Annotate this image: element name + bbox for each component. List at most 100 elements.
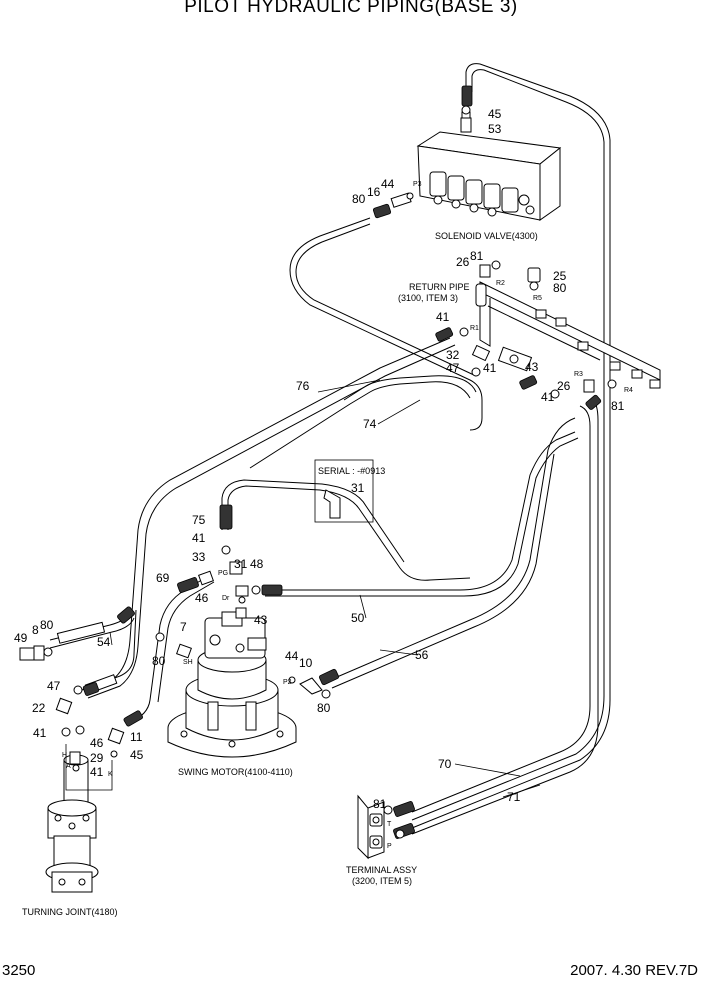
callout: 43 <box>254 613 268 627</box>
fitting-32 <box>471 344 491 362</box>
fitting-8 <box>33 645 45 661</box>
oring-47-tj <box>73 685 83 695</box>
return-pipe <box>475 281 661 389</box>
oring-46-tj <box>75 725 85 735</box>
port-label: R2 <box>496 280 505 287</box>
fitting-29 <box>69 751 81 765</box>
callout: 22 <box>32 701 46 715</box>
oring-45-top <box>461 105 471 115</box>
fitting-46-mid <box>198 570 214 586</box>
callout: 70 <box>438 757 452 771</box>
fitting-43 <box>235 607 247 619</box>
callout: 41 <box>33 726 47 740</box>
oring-41-sm <box>221 545 231 555</box>
callout: 41 <box>90 765 104 779</box>
hose-end-71 <box>393 823 415 839</box>
caption-turning-joint: TURNING JOINT(4180) <box>22 907 118 917</box>
oring-80-sm <box>321 689 331 699</box>
callout: 41 <box>436 310 450 324</box>
oring-81-term <box>383 805 393 815</box>
swing-motor <box>167 611 297 758</box>
callout: 31 <box>351 481 365 495</box>
callout: 81 <box>611 399 625 413</box>
oring-term-b <box>395 829 405 839</box>
callout: 71 <box>507 790 521 804</box>
hose-74 <box>87 344 456 699</box>
leader-line <box>377 399 421 425</box>
fitting-49 <box>19 647 35 661</box>
hose-top-loop-outer <box>411 63 611 829</box>
port-label: R1 <box>470 325 479 332</box>
callout: 26 <box>557 379 571 393</box>
hose-70 <box>411 405 591 813</box>
oring-44 <box>406 192 414 200</box>
port-label: T <box>387 821 392 828</box>
callout: 41 <box>483 361 497 375</box>
port-label: H <box>62 752 67 759</box>
hose-50-b <box>265 437 579 597</box>
callout: 46 <box>90 736 104 750</box>
caption-swing-motor: SWING MOTOR(4100-4110) <box>178 767 293 777</box>
hose-solenoid-left <box>289 217 483 431</box>
callout: 45 <box>130 748 144 762</box>
callout: 69 <box>156 571 170 585</box>
callout: 32 <box>446 348 460 362</box>
elbow-10 <box>299 677 323 695</box>
fitting-25 <box>527 267 541 283</box>
hose-56-b <box>331 453 555 689</box>
port-label: A <box>66 763 71 770</box>
caption-return-pipe-1: RETURN PIPE <box>409 282 470 292</box>
leader-line <box>109 631 113 646</box>
oring-80-left <box>43 647 53 657</box>
callout: 10 <box>299 656 313 670</box>
port-label: P3 <box>413 181 422 188</box>
serial-box <box>314 459 374 523</box>
hose-end-50 <box>261 584 283 596</box>
leader-line <box>502 784 541 798</box>
fitting-53 <box>460 117 472 133</box>
callout: 41 <box>541 390 555 404</box>
port-label: Dr <box>222 595 230 602</box>
callout: 80 <box>352 192 366 206</box>
elbow-31 <box>235 585 249 597</box>
hose-54-b <box>49 617 135 649</box>
callout: 48 <box>250 557 264 571</box>
callout: 43 <box>525 360 539 374</box>
oring-45-tj <box>110 750 118 758</box>
hose-75-b <box>221 479 405 563</box>
port-label: P2 <box>283 679 292 686</box>
port-label: R3 <box>574 371 583 378</box>
hose-end-rp-b <box>585 394 602 410</box>
serial-elbow-31 <box>323 489 341 519</box>
leader-line <box>379 649 419 656</box>
caption-terminal-2: (3200, ITEM 5) <box>352 876 412 886</box>
fitting-26-lower <box>583 379 595 393</box>
turning-joint <box>45 754 99 893</box>
callout: 75 <box>192 513 206 527</box>
hose-center-loop-b <box>343 375 477 401</box>
callout: 41 <box>192 531 206 545</box>
callout: 29 <box>90 751 104 765</box>
fitting-11 <box>107 727 125 745</box>
oring-80-mid <box>155 632 165 642</box>
callout: 81 <box>470 249 484 263</box>
callout: 80 <box>40 618 54 632</box>
callout: 25 <box>553 269 567 283</box>
hose-75 <box>227 485 471 581</box>
revision-date: 2007. 4.30 REV.7D <box>570 962 698 979</box>
callout: 44 <box>381 177 395 191</box>
leader-line <box>359 594 367 619</box>
solenoid-valve <box>416 111 562 221</box>
fitting-22 <box>55 697 73 715</box>
page-title: PILOT HYDRAULIC PIPING(BASE 3) <box>184 0 518 17</box>
hose-end-69 <box>177 577 199 593</box>
callout: 49 <box>14 631 28 645</box>
hose-end-56 <box>318 668 340 686</box>
caption-solenoid-valve: SOLENOID VALVE(4300) <box>435 231 538 241</box>
port-label: P <box>387 843 392 850</box>
callout: 80 <box>553 281 567 295</box>
callout: 31 <box>234 557 248 571</box>
oring-48 <box>251 585 261 595</box>
hose-end-47 <box>82 682 100 696</box>
hose-end-top <box>461 85 473 107</box>
